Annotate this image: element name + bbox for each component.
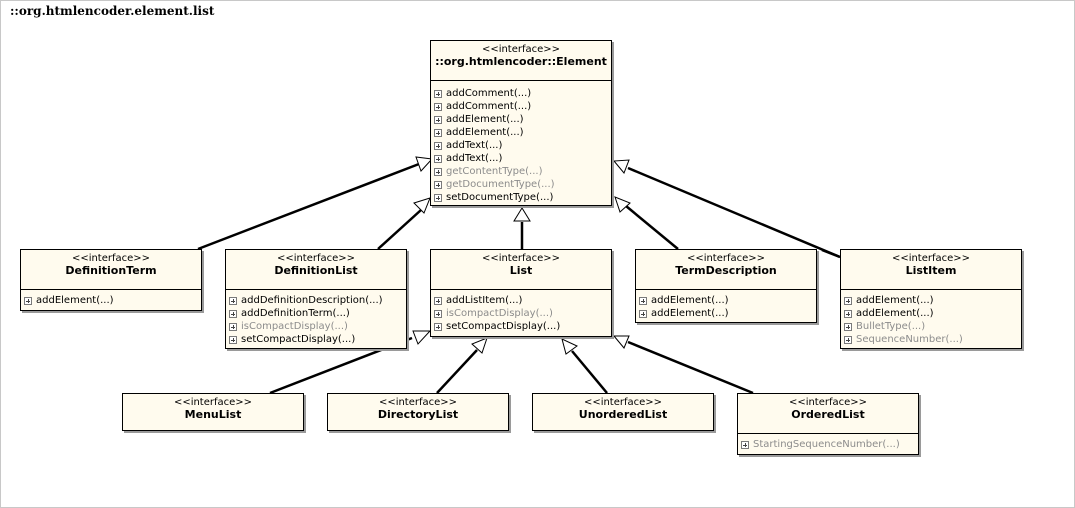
operation[interactable]: setCompactDisplay(...) bbox=[229, 333, 403, 346]
expand-icon bbox=[434, 180, 442, 189]
operation[interactable]: isCompactDisplay(...) bbox=[434, 307, 608, 320]
stereotype-label: <<interface>> bbox=[481, 253, 561, 264]
interface-termdescription[interactable]: <<interface>> TermDescription addElement… bbox=[635, 249, 817, 323]
edge-listitem-element bbox=[627, 166, 841, 259]
expand-icon bbox=[229, 296, 237, 305]
expand-icon bbox=[434, 128, 442, 137]
operation[interactable]: setCompactDisplay(...) bbox=[434, 320, 608, 333]
expand-icon bbox=[434, 154, 442, 163]
operation[interactable]: StartingSequenceNumber(...) bbox=[741, 438, 915, 451]
arrowhead-unorderedlist bbox=[561, 338, 578, 355]
expand-icon bbox=[434, 89, 442, 98]
operation[interactable]: addListItem(...) bbox=[434, 294, 608, 307]
expand-icon bbox=[229, 335, 237, 344]
interface-name: MenuList bbox=[184, 408, 242, 421]
expand-icon bbox=[741, 440, 749, 449]
arrowhead-list bbox=[513, 207, 531, 222]
edge-orderedlist-list bbox=[627, 340, 754, 395]
operation[interactable]: addElement(...) bbox=[434, 113, 608, 126]
expand-icon bbox=[229, 322, 237, 331]
stereotype-label: <<interface>> bbox=[788, 397, 868, 408]
package-title: ::org.htmlencoder.element.list bbox=[10, 4, 215, 18]
operation[interactable]: getDocumentType(...) bbox=[434, 178, 608, 191]
arrowhead-definitionterm bbox=[415, 156, 434, 172]
operation[interactable]: addElement(...) bbox=[844, 294, 1018, 307]
operation[interactable]: getContentType(...) bbox=[434, 165, 608, 178]
expand-icon bbox=[844, 335, 852, 344]
interface-name: DefinitionTerm bbox=[65, 264, 157, 277]
interface-name: ListItem bbox=[905, 264, 957, 277]
expand-icon bbox=[434, 322, 442, 331]
operation[interactable]: BulletType(...) bbox=[844, 320, 1018, 333]
edge-definitionterm-element bbox=[197, 162, 420, 251]
interface-name: OrderedList bbox=[791, 408, 865, 421]
expand-icon bbox=[639, 309, 647, 318]
interface-name: DefinitionList bbox=[274, 264, 358, 277]
arrowhead-directorylist bbox=[471, 337, 488, 354]
interface-name: List bbox=[509, 264, 533, 277]
operation[interactable]: addElement(...) bbox=[434, 126, 608, 139]
arrowhead-termdescription bbox=[614, 196, 631, 213]
operation[interactable]: addDefinitionTerm(...) bbox=[229, 307, 403, 320]
operation[interactable]: addComment(...) bbox=[434, 100, 608, 113]
expand-icon bbox=[434, 115, 442, 124]
expand-icon bbox=[434, 141, 442, 150]
expand-icon bbox=[844, 309, 852, 318]
operation[interactable]: addElement(...) bbox=[844, 307, 1018, 320]
expand-icon bbox=[24, 296, 32, 305]
edge-definitionlist-element bbox=[377, 209, 422, 250]
stereotype-label: <<interface>> bbox=[276, 253, 356, 264]
interface-orderedlist[interactable]: <<interface>> OrderedList StartingSequen… bbox=[737, 393, 919, 455]
operation[interactable]: addElement(...) bbox=[24, 294, 198, 307]
interface-name: UnorderedList bbox=[578, 408, 668, 421]
arrowhead-listitem bbox=[612, 159, 630, 174]
interface-element[interactable]: <<interface>> ::org.htmlencoder::Element… bbox=[430, 40, 612, 206]
interface-directorylist[interactable]: <<interface>> DirectoryList bbox=[327, 393, 509, 431]
interface-unorderedlist[interactable]: <<interface>> UnorderedList bbox=[532, 393, 714, 431]
operation[interactable]: addText(...) bbox=[434, 139, 608, 152]
interface-definitionterm[interactable]: <<interface>> DefinitionTerm addElement(… bbox=[20, 249, 202, 311]
operation[interactable]: SequenceNumber(...) bbox=[844, 333, 1018, 346]
edge-unorderedlist-list bbox=[571, 350, 608, 394]
expand-icon bbox=[844, 296, 852, 305]
expand-icon bbox=[434, 167, 442, 176]
interface-menulist[interactable]: <<interface>> MenuList bbox=[122, 393, 304, 431]
expand-icon bbox=[434, 309, 442, 318]
operation[interactable]: addComment(...) bbox=[434, 87, 608, 100]
expand-icon bbox=[434, 102, 442, 111]
operation[interactable]: addDefinitionDescription(...) bbox=[229, 294, 403, 307]
arrowhead-menulist bbox=[412, 330, 432, 345]
operation[interactable]: setDocumentType(...) bbox=[434, 191, 608, 204]
arrowhead-orderedlist bbox=[612, 335, 630, 349]
expand-icon bbox=[434, 296, 442, 305]
interface-name: ::org.htmlencoder::Element bbox=[435, 55, 607, 68]
expand-icon bbox=[639, 296, 647, 305]
expand-icon bbox=[434, 193, 442, 202]
expand-icon bbox=[844, 322, 852, 331]
stereotype-label: <<interface>> bbox=[686, 253, 766, 264]
stereotype-label: <<interface>> bbox=[583, 397, 663, 408]
edge-directorylist-list bbox=[436, 349, 478, 394]
operation[interactable]: addElement(...) bbox=[639, 307, 813, 320]
interface-name: DirectoryList bbox=[377, 408, 459, 421]
interface-name: TermDescription bbox=[675, 264, 777, 277]
expand-icon bbox=[229, 309, 237, 318]
arrowhead-definitionlist bbox=[413, 197, 431, 214]
operation[interactable]: addText(...) bbox=[434, 152, 608, 165]
operation[interactable]: addElement(...) bbox=[639, 294, 813, 307]
interface-listitem[interactable]: <<interface>> ListItem addElement(...) a… bbox=[840, 249, 1022, 349]
operation[interactable]: isCompactDisplay(...) bbox=[229, 320, 403, 333]
stereotype-label: <<interface>> bbox=[173, 397, 253, 408]
interface-list[interactable]: <<interface>> List addListItem(...) isCo… bbox=[430, 249, 612, 337]
interface-definitionlist[interactable]: <<interface>> DefinitionList addDefiniti… bbox=[225, 249, 407, 349]
stereotype-label: <<interface>> bbox=[891, 253, 971, 264]
edge-listitem-element-ext bbox=[821, 248, 841, 259]
edge-termdescription-element bbox=[625, 205, 679, 250]
stereotype-label: <<interface>> bbox=[481, 44, 561, 55]
stereotype-label: <<interface>> bbox=[71, 253, 151, 264]
stereotype-label: <<interface>> bbox=[378, 397, 458, 408]
